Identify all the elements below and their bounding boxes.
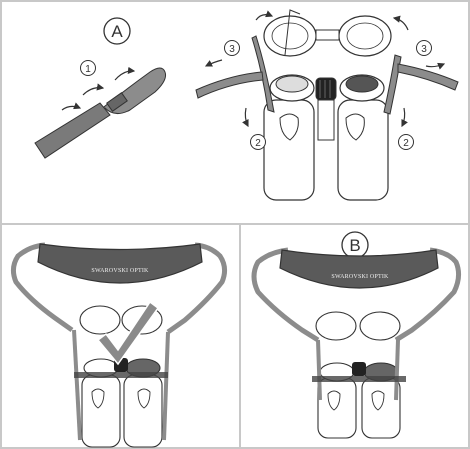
strap-brand-label-b: SWAROVSKI OPTIK xyxy=(331,274,389,280)
strap-brand-label: SWAROVSKI OPTIK xyxy=(91,268,149,274)
svg-text:3: 3 xyxy=(229,44,235,55)
step-3-marker-right: 3 xyxy=(417,41,432,56)
step-3-marker-left: 3 xyxy=(225,41,240,56)
step-1-marker: 1 xyxy=(81,61,96,76)
panel-correct-attachment: SWAROVSKI OPTIK xyxy=(13,244,224,447)
svg-text:B: B xyxy=(349,236,360,255)
step-2-marker-right: 2 xyxy=(399,135,414,150)
svg-text:3: 3 xyxy=(421,44,427,55)
panel-a: A 1 xyxy=(35,10,458,200)
svg-text:A: A xyxy=(111,22,123,41)
svg-text:2: 2 xyxy=(403,138,409,149)
svg-text:1: 1 xyxy=(85,64,91,75)
panel-b: B SWAROVSKI OPTIK xyxy=(254,232,459,438)
badge-a: A xyxy=(104,18,130,44)
step-2-marker-left: 2 xyxy=(251,135,266,150)
badge-b: B xyxy=(342,232,368,258)
neck-pad xyxy=(38,244,202,283)
strap-threading-illustration xyxy=(35,68,166,158)
neck-pad-b xyxy=(280,250,438,288)
binocular-upright xyxy=(196,10,458,200)
svg-text:2: 2 xyxy=(255,138,261,149)
